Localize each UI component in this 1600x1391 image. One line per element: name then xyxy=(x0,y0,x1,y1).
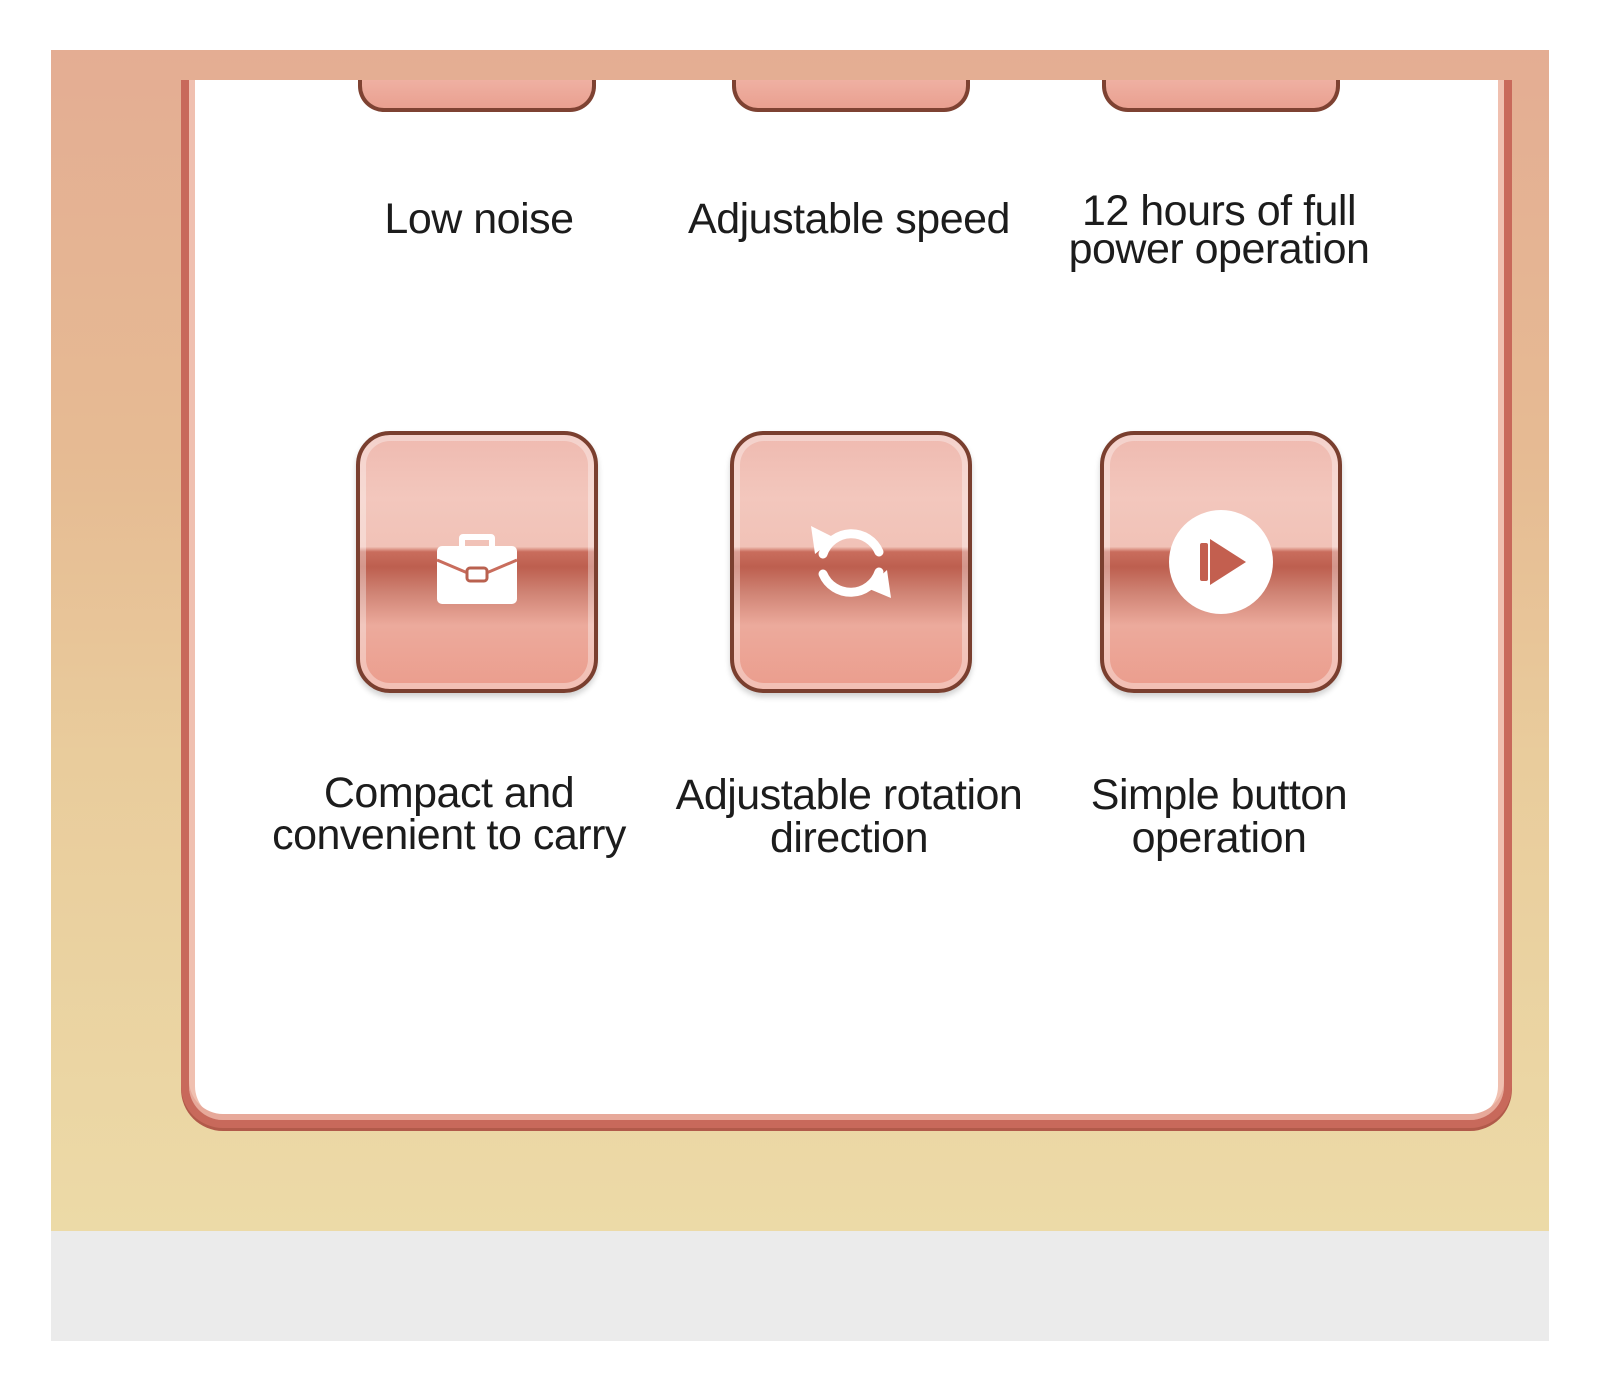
bottom-band xyxy=(51,1231,1549,1341)
feature-label-12-hours: 12 hours of full power operation xyxy=(1068,187,1370,273)
briefcase-icon xyxy=(436,534,518,604)
feature-label-adjustable-speed: Adjustable speed xyxy=(688,195,1010,243)
feature-label-rotation: Adjustable rotation direction xyxy=(675,771,1023,862)
feature-label-simple-button: Simple button operation xyxy=(1090,771,1348,862)
feature-card: Low noise Adjustable speed 12 hours of f… xyxy=(181,80,1512,1128)
feature-tile-low-noise-partial xyxy=(358,80,596,112)
feature-tile-simple-button xyxy=(1100,431,1342,693)
feature-tile-adjustable-speed-partial xyxy=(732,80,970,112)
rotate-arrows-icon xyxy=(811,526,891,598)
feature-tile-compact xyxy=(356,431,598,693)
play-button-icon xyxy=(1169,510,1273,614)
gradient-frame: Low noise Adjustable speed 12 hours of f… xyxy=(51,50,1549,1231)
feature-label-low-noise: Low noise xyxy=(384,195,574,243)
feature-tile-12-hours-partial xyxy=(1102,80,1340,112)
feature-tile-rotation xyxy=(730,431,972,693)
feature-label-compact: Compact and convenient to carry xyxy=(272,769,626,859)
